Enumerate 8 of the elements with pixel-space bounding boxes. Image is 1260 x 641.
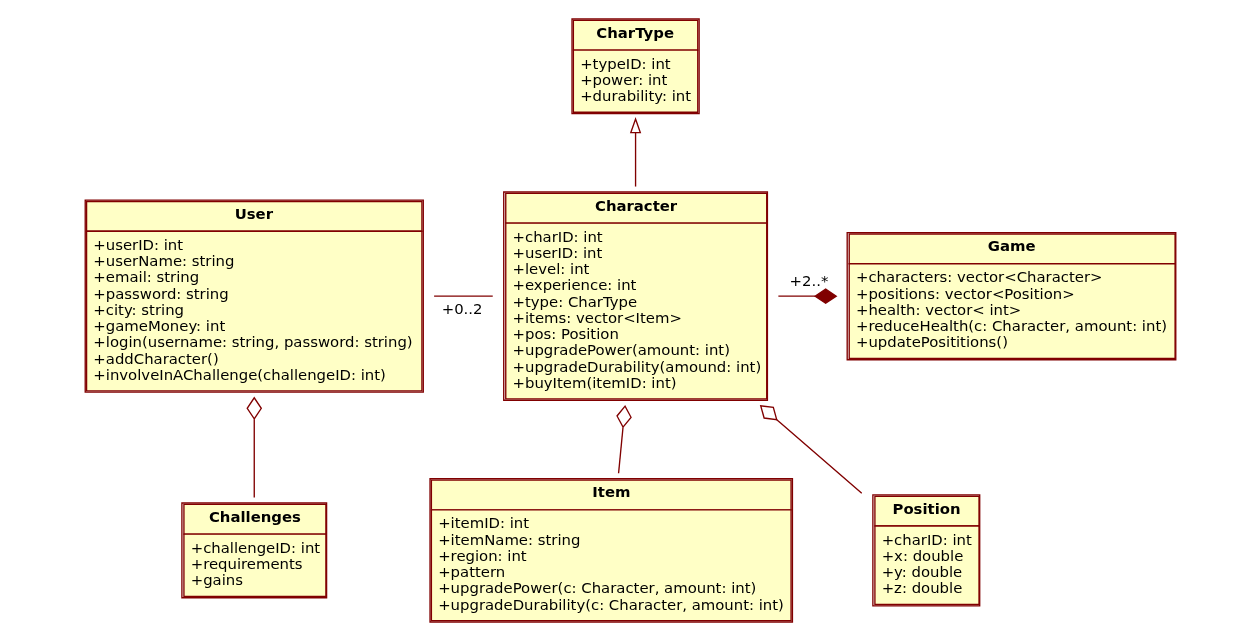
arrow bbox=[629, 117, 641, 188]
connector bbox=[759, 405, 862, 494]
connector bbox=[777, 288, 837, 304]
connector bbox=[432, 295, 493, 297]
edge-label: +0..2 bbox=[441, 300, 482, 319]
connector bbox=[615, 404, 632, 474]
connector bbox=[245, 396, 262, 499]
edge-label: +2..* bbox=[789, 271, 828, 290]
